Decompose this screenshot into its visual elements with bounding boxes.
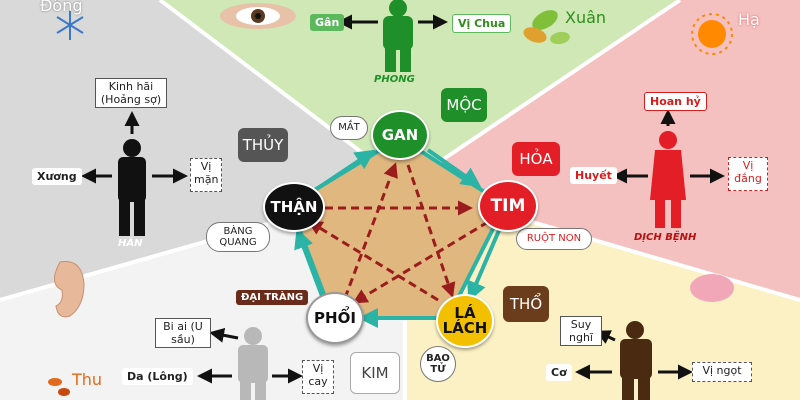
earth-person-silhouette (620, 321, 652, 400)
winter-arrows (81, 111, 188, 184)
eye-icon (220, 3, 296, 29)
sun-icon (691, 13, 733, 55)
earth-top-label: Suy nghĩ (560, 316, 602, 346)
element-fire: HỎA (512, 142, 560, 176)
autumn-sense-tag: ĐẠI TRÀNG (236, 290, 309, 305)
winter-top-label: Kinh hãi (Hoảng sợ) (95, 78, 167, 108)
spring-left-label: Gân (310, 14, 345, 31)
organ-tim: TIM (478, 180, 538, 232)
element-earth: THỔ (503, 286, 549, 322)
autumn-right-label: Vị cay (302, 360, 334, 394)
season-winter: Đông (40, 0, 83, 15)
winter-sense-pill: BÀNG QUANG (206, 222, 270, 252)
tongue-icon (690, 274, 734, 302)
winter-left-label: Xương (32, 168, 82, 185)
earth-right-label: Vị ngọt (692, 362, 752, 382)
organ-gan: GAN (371, 110, 429, 160)
winter-region (0, 0, 405, 300)
summer-top-label: Hoan hỷ (644, 92, 707, 111)
autumn-top-label: Bi ai (U sầu) (155, 318, 211, 348)
autumn-person-silhouette (238, 327, 268, 400)
element-water: THỦY (238, 128, 288, 162)
summer-sense-pill: RUỘT NON (516, 228, 592, 250)
winter-right-label: Vị mặn (190, 158, 222, 192)
element-metal: KIM (350, 352, 400, 394)
autumn-left-label: Da (Lông) (122, 368, 193, 385)
spring-sense-pill: MẮT (330, 116, 368, 140)
season-summer: Hạ (738, 10, 760, 29)
organ-la-lach: LÁ LÁCH (436, 294, 494, 348)
element-wood: MỘC (441, 88, 487, 122)
summer-left-label: Huyết (570, 167, 617, 184)
earth-sense-pill: BAO TỬ (420, 346, 456, 382)
spring-region (160, 0, 680, 185)
summer-region (405, 0, 800, 300)
season-autumn: Thu (72, 370, 103, 389)
organ-than: THẬN (263, 182, 325, 232)
leaves-icon (523, 10, 570, 45)
summer-right-label: Vị đắng (728, 157, 768, 191)
summer-person-label: DỊCH BỆNH (634, 232, 697, 243)
winter-person-silhouette (118, 139, 146, 236)
summer-person-silhouette (650, 131, 686, 228)
winter-person-label: HÀN (118, 238, 143, 249)
season-spring: Xuân (565, 8, 607, 27)
spring-person-silhouette (383, 0, 413, 72)
summer-arrows (612, 109, 725, 184)
ear-icon (54, 260, 85, 318)
spring-right-label: Vị Chua (452, 14, 512, 33)
organ-phoi: PHỔI (306, 292, 364, 344)
snowflake-icon (56, 10, 84, 40)
autumn-arrows (197, 327, 303, 384)
spring-person-label: PHONG (374, 74, 415, 85)
autumn-leaf-icon (48, 378, 70, 396)
earth-left-label: Cơ (546, 364, 572, 381)
earth-region (405, 185, 800, 400)
